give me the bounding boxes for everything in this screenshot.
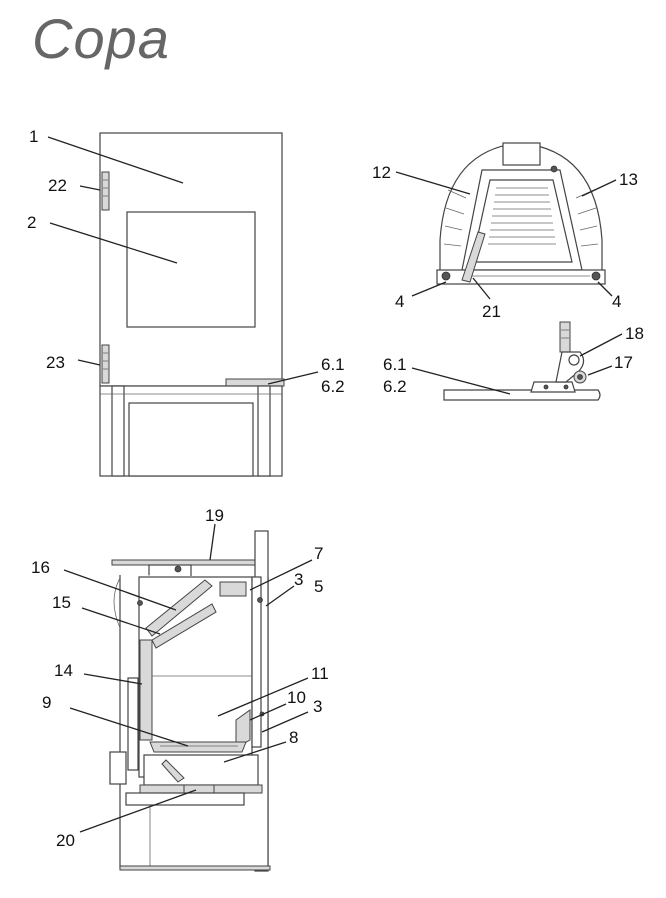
label-15: 15 — [52, 593, 71, 612]
label-13: 13 — [619, 170, 638, 189]
label-10: 10 — [287, 688, 306, 707]
hinge-pin — [559, 321, 571, 353]
label-6-1-detail: 6.1 — [383, 355, 407, 374]
front-rail — [436, 269, 606, 285]
flue-collar — [502, 142, 541, 166]
label-8: 8 — [289, 728, 298, 747]
baffle-plate — [151, 603, 217, 649]
side-bulge — [113, 577, 121, 629]
handle-bar — [443, 389, 601, 401]
label-12: 12 — [372, 163, 391, 182]
label-4-left: 4 — [395, 292, 404, 311]
label-3-lower: 3 — [313, 697, 322, 716]
label-6-2-front: 6.2 — [321, 377, 345, 396]
ash-pan — [143, 754, 259, 786]
left-lining — [127, 677, 139, 771]
label-4-right: 4 — [612, 292, 621, 311]
label-9: 9 — [42, 693, 51, 712]
rear-panel — [251, 576, 262, 748]
lower-hinge — [101, 344, 110, 384]
front-view-stove — [99, 132, 285, 477]
diagram-title: Copa — [32, 7, 170, 70]
label-14: 14 — [54, 661, 73, 680]
door-glass — [126, 211, 256, 328]
label-6-2-detail: 6.2 — [383, 377, 407, 396]
label-19: 19 — [205, 506, 224, 525]
grill-lines — [488, 187, 556, 245]
label-7: 7 — [314, 544, 323, 563]
label-11: 11 — [311, 664, 329, 683]
label-16: 16 — [31, 558, 50, 577]
label-23: 23 — [46, 353, 65, 372]
control-lever — [461, 231, 486, 283]
label-3-upper: 3 — [294, 570, 303, 589]
bracket-plate — [530, 381, 576, 393]
callout-labels: 1 22 2 23 6.1 6.2 12 13 4 21 4 18 17 6.1… — [27, 127, 644, 850]
label-1: 1 — [29, 127, 38, 146]
left-foot — [441, 271, 451, 281]
top-view-stove — [436, 142, 606, 285]
front-plate — [235, 709, 251, 749]
label-6-1-front: 6.1 — [321, 355, 345, 374]
label-17: 17 — [614, 353, 633, 372]
label-5: 5 — [314, 577, 323, 596]
label-20: 20 — [56, 831, 75, 850]
top-plate — [111, 559, 265, 566]
upper-hinge — [101, 171, 110, 211]
grate — [149, 741, 247, 753]
handle-detail — [443, 321, 601, 401]
label-21: 21 — [482, 302, 501, 321]
baffle-upper — [145, 579, 213, 637]
right-foot — [591, 271, 601, 281]
side-stones-ticks — [443, 189, 599, 247]
section-view-stove — [109, 530, 271, 872]
label-2: 2 — [27, 213, 36, 232]
label-18: 18 — [625, 324, 644, 343]
flue-box — [219, 581, 247, 597]
label-22: 22 — [48, 176, 67, 195]
side-brick — [139, 639, 153, 741]
